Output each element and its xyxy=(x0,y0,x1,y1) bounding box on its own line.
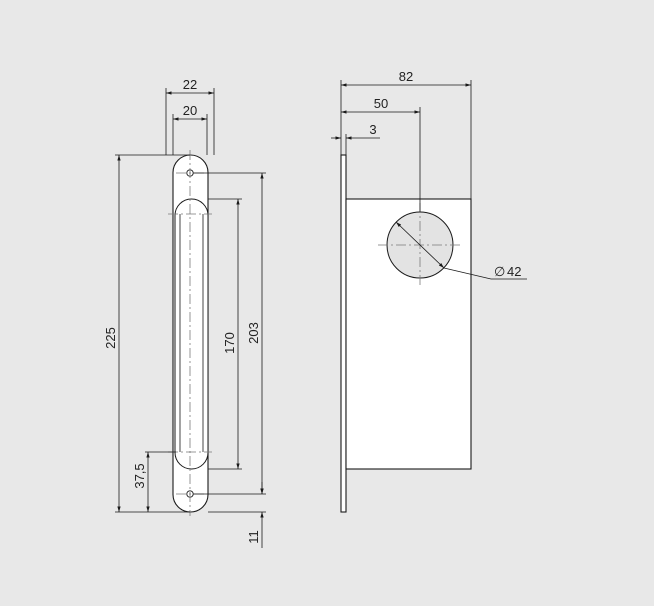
handle-grip-contour xyxy=(179,214,204,452)
handle-grip xyxy=(174,198,209,470)
dim-hole-diameter: ∅ 42 xyxy=(395,221,527,280)
dim-hole-spacing: 203 xyxy=(193,172,266,495)
diameter-symbol: ∅ xyxy=(494,264,505,279)
dim-grip-length: 170 xyxy=(208,198,242,470)
dim-plate-width: 82 xyxy=(340,69,472,199)
dim-thickness: 3 xyxy=(331,122,380,155)
dim-end-offset: 11 xyxy=(208,482,266,548)
dim-total-length: 225 xyxy=(103,154,190,513)
dim-plate-width-label: 82 xyxy=(399,69,413,84)
plate-view: 82 50 3 ∅ 42 xyxy=(331,69,527,513)
dim-hole-spacing-label: 203 xyxy=(246,322,261,344)
dim-outer-width-label: 22 xyxy=(183,77,197,92)
handle-view: 22 20 225 37,5 170 xyxy=(103,77,266,548)
dim-thickness-label: 3 xyxy=(369,122,376,137)
dim-total-length-label: 225 xyxy=(103,327,118,349)
dim-hole-offset-label: 37,5 xyxy=(132,463,147,488)
plate-edge xyxy=(340,154,347,513)
dim-hole-offset: 37,5 xyxy=(132,451,176,512)
dim-hole-center-label: 50 xyxy=(374,96,388,111)
dim-hole-diameter-label: 42 xyxy=(507,264,521,279)
dim-outer-width: 22 xyxy=(165,77,215,155)
dim-inner-width: 20 xyxy=(172,103,208,155)
dim-grip-length-label: 170 xyxy=(222,332,237,354)
dim-inner-width-label: 20 xyxy=(183,103,197,118)
dim-end-offset-label: 11 xyxy=(246,530,261,544)
dim-hole-center: 50 xyxy=(341,96,421,212)
